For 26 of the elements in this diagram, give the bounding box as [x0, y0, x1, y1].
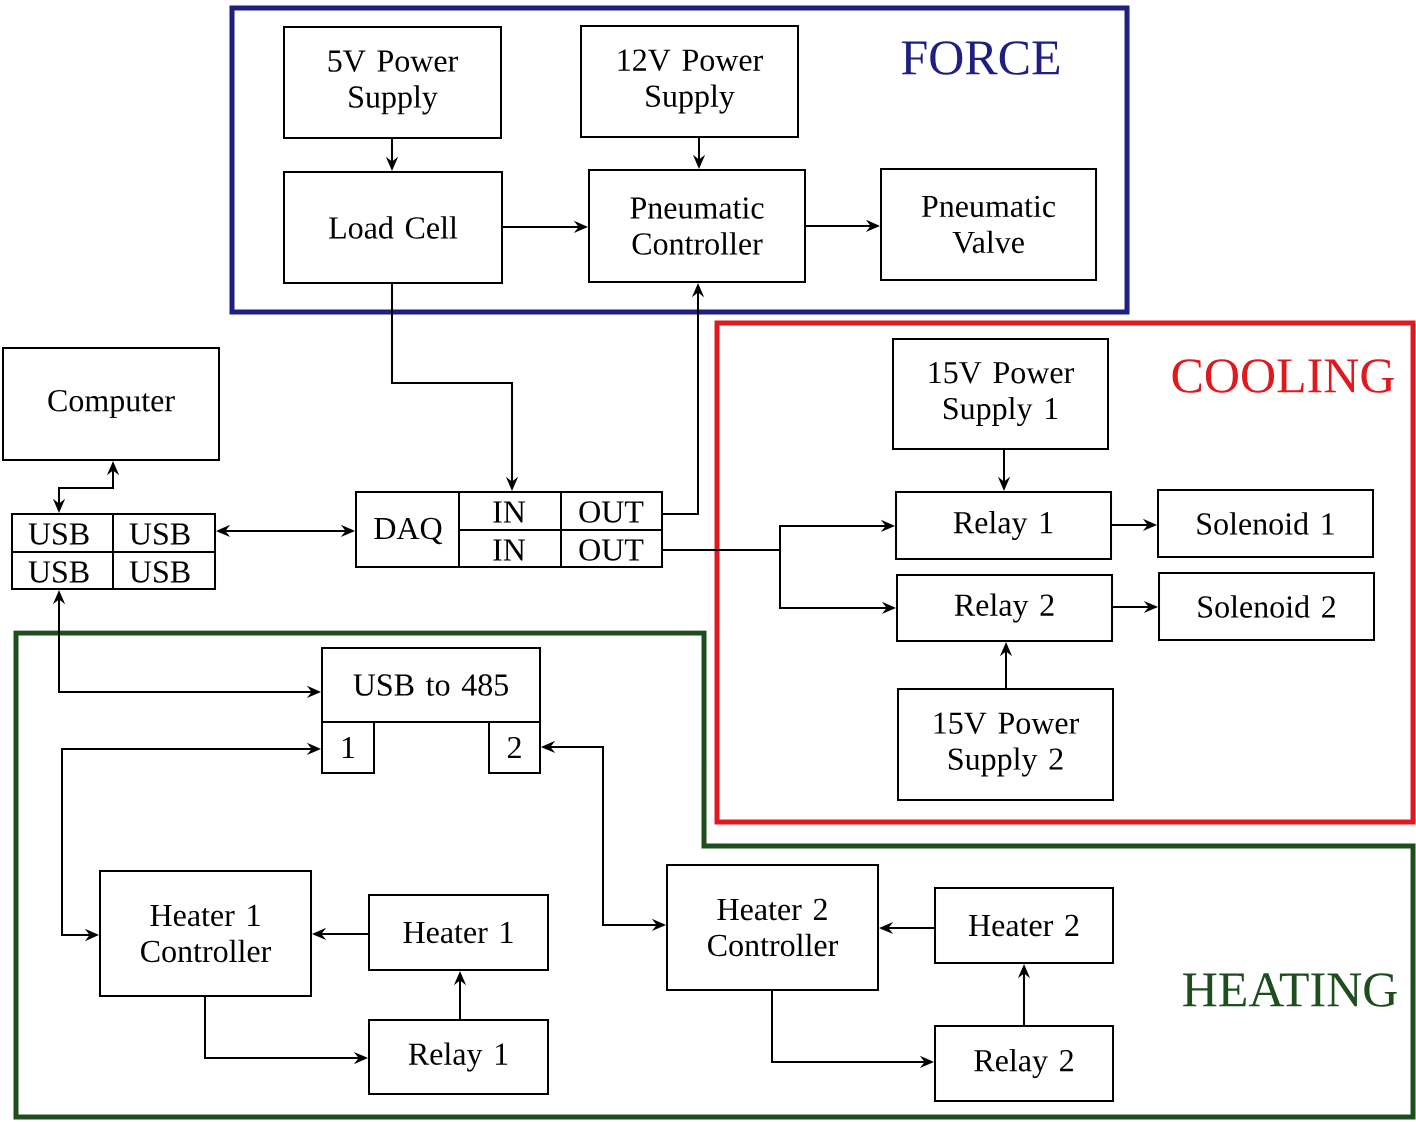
computer-box: Computer: [2, 347, 220, 461]
group-title: FORCE: [901, 41, 1060, 75]
power-supply-box: 5V Power Supply: [283, 26, 502, 139]
relay-box: Relay 2: [896, 574, 1113, 642]
relay-box: Relay 2: [934, 1025, 1114, 1102]
solenoid-box: Solenoid 1: [1157, 489, 1374, 558]
controller-box: Heater 1 Controller: [99, 870, 312, 997]
group-title: COOLING: [1172, 359, 1394, 393]
relay-box: Relay 1: [895, 491, 1112, 560]
port-box: 2: [488, 721, 541, 774]
converter-box: USB to 485: [321, 647, 541, 723]
load-cell-box: Load Cell: [283, 171, 503, 284]
usb-port-block: USB USB USB USB: [11, 513, 216, 590]
relay-box: Relay 1: [368, 1019, 549, 1095]
power-supply-box: 15V Power Supply 2: [897, 688, 1114, 801]
solenoid-box: Solenoid 2: [1158, 572, 1375, 641]
valve-box: Pneumatic Valve: [880, 168, 1097, 281]
group-title: HEATING: [1183, 973, 1397, 1007]
heater-box: Heater 2: [934, 887, 1114, 964]
controller-box: Pneumatic Controller: [588, 169, 806, 283]
power-supply-box: 12V Power Supply: [580, 25, 799, 138]
heater-box: Heater 1: [368, 894, 549, 971]
controller-box: Heater 2 Controller: [666, 864, 879, 991]
port-box: 1: [321, 721, 375, 774]
power-supply-box: 15V Power Supply 1: [892, 338, 1109, 450]
daq-block: DAQ IN OUT IN OUT: [355, 491, 663, 568]
